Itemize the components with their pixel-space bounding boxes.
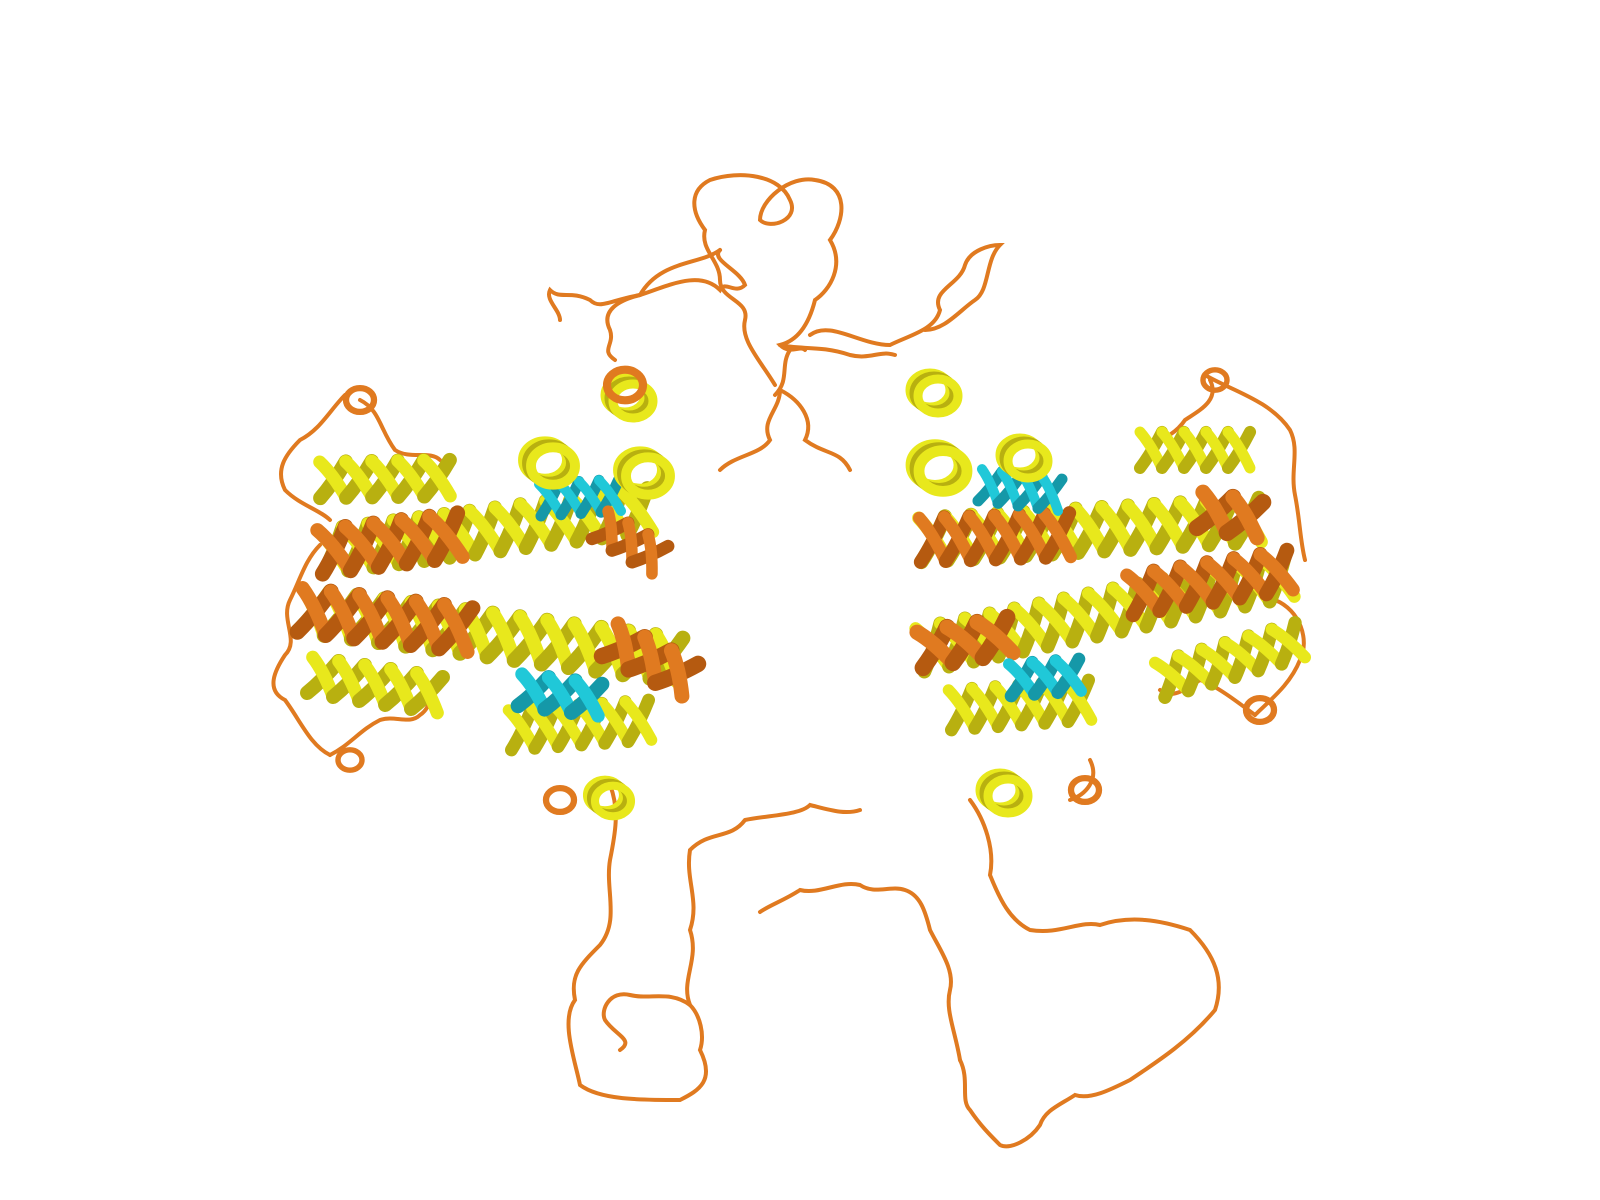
alpha-helix xyxy=(313,452,457,506)
alpha-helix xyxy=(300,650,450,720)
alpha-helix xyxy=(1188,484,1272,546)
coil-segment xyxy=(718,388,782,472)
alpha-helix xyxy=(1120,542,1300,623)
coil-segment xyxy=(566,783,708,1103)
helix-end-on xyxy=(335,747,365,773)
helix-end-on xyxy=(995,433,1053,483)
alpha-helix xyxy=(913,506,1077,569)
helix-end-on xyxy=(582,775,636,821)
helix-end-on xyxy=(613,446,675,500)
coil-segment xyxy=(605,248,722,362)
helix-end-on xyxy=(542,784,578,816)
coil-segment xyxy=(271,543,332,757)
coil-segment xyxy=(692,173,844,387)
helix-end-on xyxy=(905,439,973,497)
alpha-helix xyxy=(289,581,481,659)
coil-segment xyxy=(1203,373,1307,562)
helix-end-on xyxy=(518,436,580,490)
alpha-helix xyxy=(1133,425,1257,475)
coil-segment xyxy=(758,882,962,1062)
helix-layer xyxy=(289,365,1312,821)
helix-end-on xyxy=(602,365,648,405)
coil-segment xyxy=(773,348,792,397)
alpha-helix xyxy=(909,608,1021,677)
alpha-helix xyxy=(310,505,470,582)
helix-end-on xyxy=(1242,694,1278,726)
helix-end-on xyxy=(1067,774,1103,806)
coil-segment xyxy=(279,393,347,522)
helix-end-on xyxy=(342,384,378,416)
alpha-helix xyxy=(593,616,707,704)
helix-end-on xyxy=(905,368,963,418)
coil-segment xyxy=(958,798,1221,1149)
alpha-helix xyxy=(510,667,610,723)
alpha-helix xyxy=(585,505,675,580)
coil-segment xyxy=(778,388,852,472)
coil-segment xyxy=(778,343,897,359)
helix-end-on xyxy=(975,768,1033,818)
alpha-helix xyxy=(1003,652,1087,703)
alpha-helix xyxy=(1148,616,1312,704)
helix-end-on xyxy=(1200,367,1230,393)
coil-segment xyxy=(685,802,862,1007)
coil-segment xyxy=(808,242,1005,348)
